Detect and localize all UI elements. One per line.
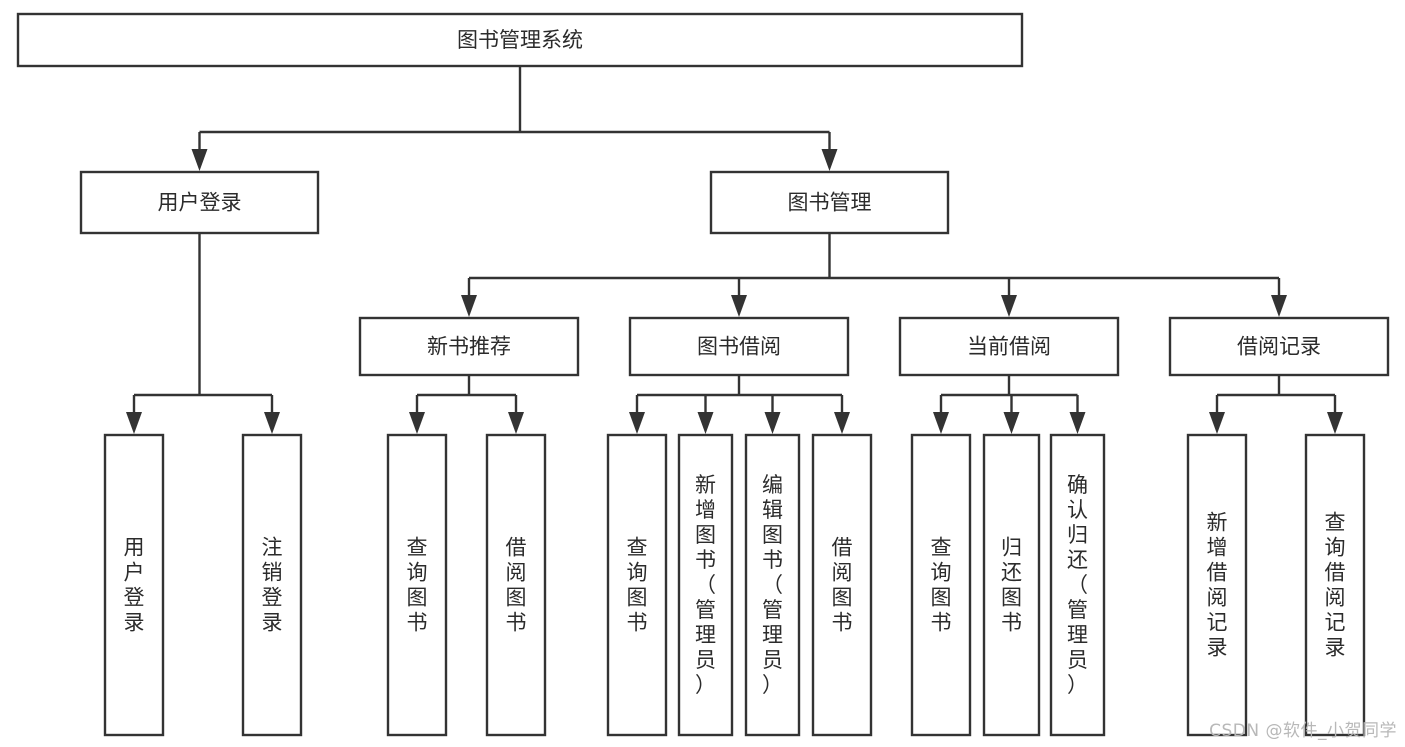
leaf-node-leaf-query-book-2[interactable]: 查询图书 [606, 433, 668, 737]
arrow-head [409, 412, 425, 434]
node-box[interactable] [606, 433, 668, 737]
level1-node-book-manage[interactable]: 图书管理 [709, 170, 950, 235]
arrow-head [264, 412, 280, 434]
node-label: 注销登录 [262, 536, 283, 635]
node-label: 编辑图书（管理员） [762, 473, 783, 697]
leaf-node-leaf-edit-book[interactable]: 编辑图书（管理员） [744, 433, 801, 737]
arrow-head [834, 412, 850, 434]
node-label: 查询图书 [407, 536, 428, 635]
node-label: 确认归还（管理员） [1067, 473, 1088, 697]
node-box[interactable] [16, 12, 1024, 68]
leaf-node-leaf-add-record[interactable]: 新增借阅记录 [1186, 433, 1248, 737]
leaf-node-leaf-query-book-1[interactable]: 查询图书 [386, 433, 448, 737]
node-label: 用户登录 [124, 536, 145, 635]
level2-node-new-book-rec[interactable]: 新书推荐 [358, 316, 580, 377]
leaf-node-leaf-return-book[interactable]: 归还图书 [982, 433, 1041, 737]
leaf-node-leaf-user-login[interactable]: 用户登录 [103, 433, 165, 737]
node-label: 图书管理系统 [457, 28, 583, 52]
node-box[interactable] [677, 433, 734, 737]
arrow-head [1271, 295, 1287, 317]
node-box[interactable] [79, 170, 320, 235]
leaf-node-leaf-query-book-3[interactable]: 查询图书 [910, 433, 972, 737]
arrow-head [191, 149, 208, 171]
arrow-head [1327, 412, 1343, 434]
node-box[interactable] [628, 316, 850, 377]
node-label: 查询借阅记录 [1325, 511, 1346, 660]
arrow-head [731, 295, 747, 317]
node-label: 图书借阅 [697, 335, 781, 359]
node-box[interactable] [485, 433, 547, 737]
node-box[interactable] [1304, 433, 1366, 737]
node-label: 新书推荐 [427, 335, 511, 359]
node-label: 归还图书 [1001, 536, 1022, 635]
node-box[interactable] [386, 433, 448, 737]
node-label: 新增图书（管理员） [695, 473, 716, 697]
node-label: 查询图书 [931, 536, 952, 635]
node-box[interactable] [910, 433, 972, 737]
node-box[interactable] [709, 170, 950, 235]
arrow-head [508, 412, 524, 434]
arrow-head [1003, 412, 1020, 434]
node-box[interactable] [1168, 316, 1390, 377]
arrow-head [461, 295, 477, 317]
arrow-head [126, 412, 142, 434]
root-node-book-management-system[interactable]: 图书管理系统 [16, 12, 1024, 68]
node-label: 新增借阅记录 [1207, 511, 1228, 660]
arrow-head [1209, 412, 1225, 434]
node-box[interactable] [744, 433, 801, 737]
level2-node-current-borrow[interactable]: 当前借阅 [898, 316, 1120, 377]
leaf-node-leaf-logout[interactable]: 注销登录 [241, 433, 303, 737]
node-box[interactable] [898, 316, 1120, 377]
arrow-head [933, 412, 949, 434]
node-box[interactable] [811, 433, 873, 737]
node-label: 图书管理 [788, 191, 872, 215]
node-label: 当前借阅 [967, 335, 1051, 359]
arrow-head [764, 412, 781, 434]
node-box[interactable] [103, 433, 165, 737]
arrow-head [1001, 295, 1017, 317]
arrow-head [629, 412, 645, 434]
node-box[interactable] [982, 433, 1041, 737]
leaf-node-leaf-add-book[interactable]: 新增图书（管理员） [677, 433, 734, 737]
arrow-head [821, 149, 838, 171]
node-box[interactable] [241, 433, 303, 737]
node-label: 用户登录 [158, 191, 242, 215]
node-label: 查询图书 [627, 536, 648, 635]
arrow-head [1069, 412, 1086, 434]
level1-node-user-login[interactable]: 用户登录 [79, 170, 320, 235]
node-box[interactable] [1186, 433, 1248, 737]
node-box[interactable] [358, 316, 580, 377]
node-label: 借阅记录 [1237, 335, 1321, 359]
arrow-head [697, 412, 714, 434]
node-label: 借阅图书 [506, 536, 527, 635]
leaf-node-leaf-borrow-book-1[interactable]: 借阅图书 [485, 433, 547, 737]
level2-node-book-borrow[interactable]: 图书借阅 [628, 316, 850, 377]
leaf-node-leaf-query-record[interactable]: 查询借阅记录 [1304, 433, 1366, 737]
node-label: 借阅图书 [832, 536, 853, 635]
leaf-node-leaf-borrow-book-2[interactable]: 借阅图书 [811, 433, 873, 737]
node-box[interactable] [1049, 433, 1106, 737]
leaf-node-leaf-confirm-return[interactable]: 确认归还（管理员） [1049, 433, 1106, 737]
level2-node-borrow-record[interactable]: 借阅记录 [1168, 316, 1390, 377]
